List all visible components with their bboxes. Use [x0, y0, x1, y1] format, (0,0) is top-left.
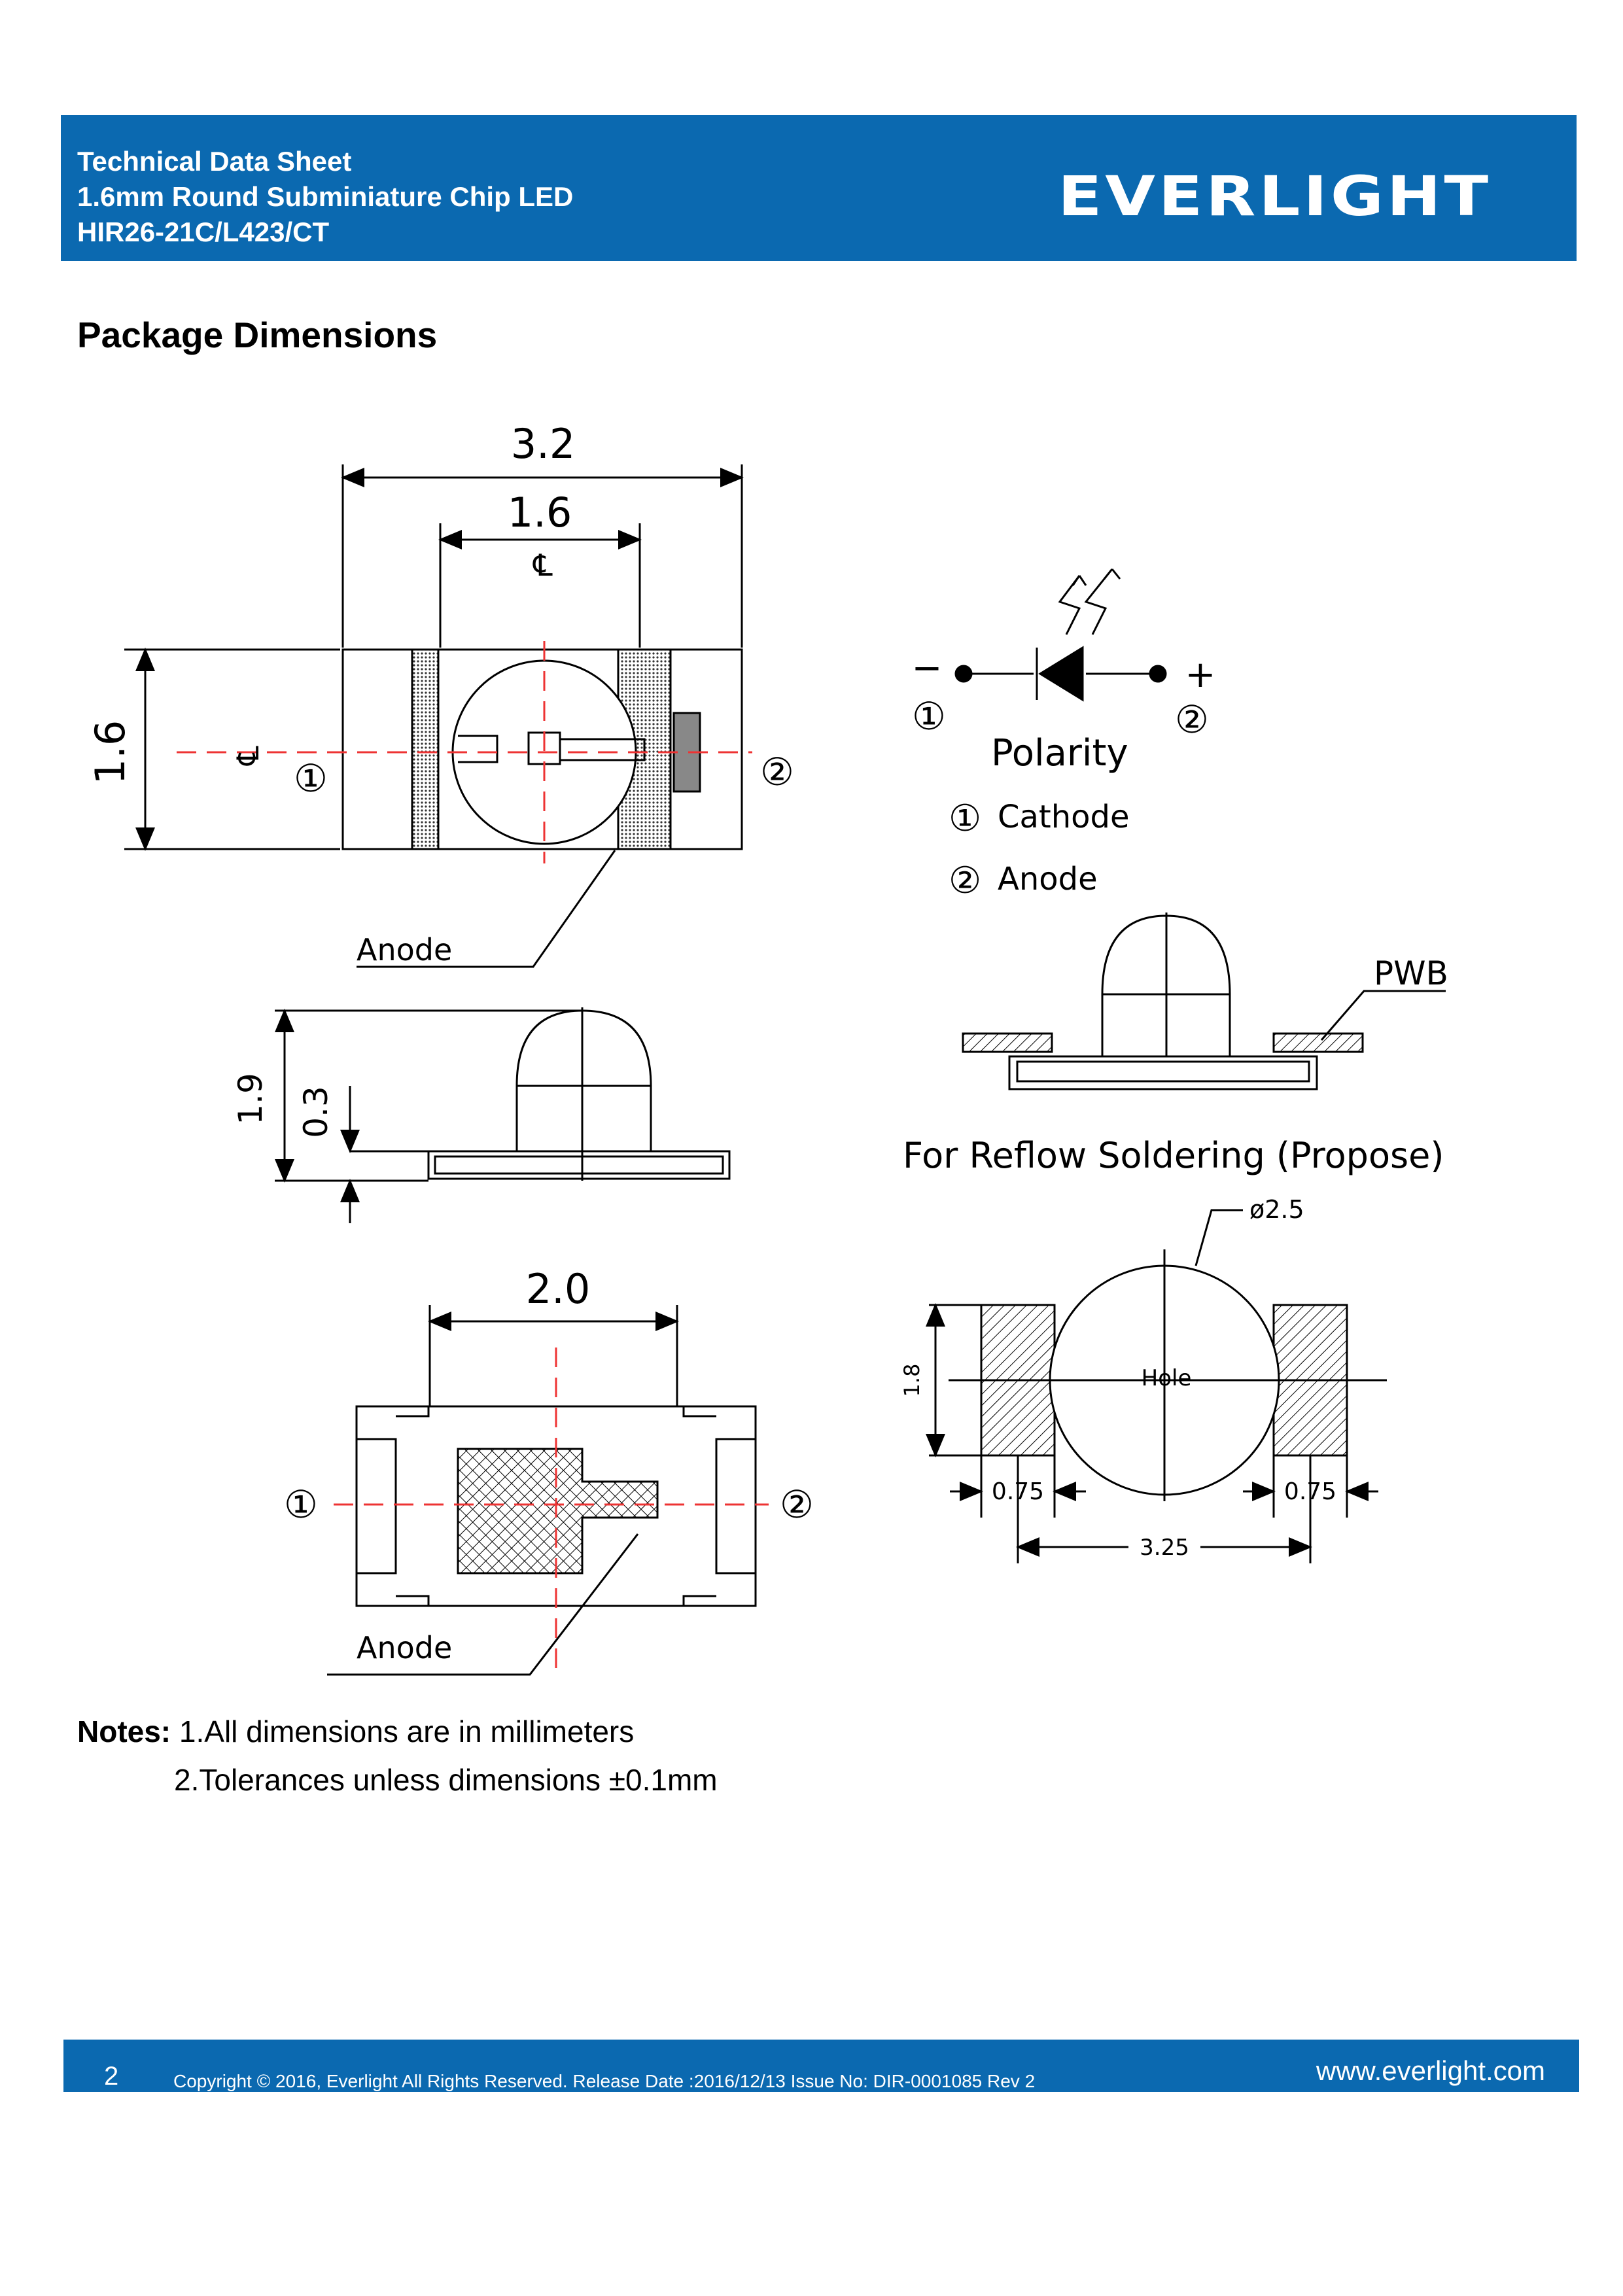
anode-item-label: Anode — [998, 861, 1098, 897]
pin-1-top: ① — [294, 756, 328, 801]
diode-symbol — [954, 568, 1167, 702]
dim-0-75-right: 0.75 — [1284, 1478, 1336, 1505]
polarity-plus: + — [1185, 653, 1216, 696]
polarity-pin-2: ② — [1175, 697, 1209, 742]
footer-bar: 2 Copyright © 2016, Everlight All Rights… — [63, 2040, 1579, 2092]
note-1: 1.All dimensions are in millimeters — [179, 1714, 635, 1748]
centerline-symbol-top: ℄ — [532, 548, 553, 583]
hole-label: Hole — [1142, 1365, 1192, 1391]
top-view-centerlines — [177, 641, 752, 863]
reflow-title: For Reflow Soldering (Propose) — [903, 1135, 1444, 1176]
dim-2-0: 2.0 — [526, 1265, 591, 1313]
notes-label: Notes: — [77, 1714, 171, 1748]
dim-3-25: 3.25 — [1140, 1535, 1189, 1561]
centerline-symbol-side: ℄ — [230, 746, 266, 766]
anode-label-top: Anode — [357, 932, 452, 967]
dim-1-6-side: 1.6 — [86, 720, 134, 785]
header-bar: Technical Data Sheet 1.6mm Round Submini… — [61, 115, 1577, 261]
notes: Notes: 1.All dimensions are in millimete… — [77, 1707, 718, 1804]
copyright-text: Copyright © 2016, Everlight All Rights R… — [173, 2071, 1036, 2091]
solder-pad-layout — [926, 1209, 1387, 1563]
pin-1-bottom: ① — [284, 1482, 318, 1527]
polarity-label: Polarity — [991, 732, 1128, 774]
anode-pin-2: ② — [949, 860, 981, 902]
dim-1-9: 1.9 — [232, 1073, 270, 1125]
dim-0-3: 0.3 — [297, 1086, 335, 1138]
dim-3-2: 3.2 — [511, 420, 576, 468]
pin-2-bottom: ② — [780, 1482, 814, 1527]
cathode-pin-1: ① — [949, 797, 981, 840]
doc-type: Technical Data Sheet — [77, 146, 352, 177]
everlight-logo: EVERLIGHT — [1058, 164, 1492, 228]
pwb-mount-view — [962, 913, 1446, 1090]
note-2: 2.Tolerances unless dimensions ±0.1mm — [174, 1763, 718, 1797]
section-title: Package Dimensions — [77, 315, 438, 355]
header-text: Technical Data Sheet 1.6mm Round Submini… — [77, 144, 573, 250]
cathode-label: Cathode — [998, 799, 1130, 835]
dim-0-75-left: 0.75 — [992, 1478, 1044, 1505]
polarity-minus: − — [912, 647, 943, 689]
pin-2-top: ② — [760, 750, 794, 794]
anode-label-bottom: Anode — [357, 1630, 452, 1665]
website-link[interactable]: www.everlight.com — [1316, 2055, 1545, 2086]
pwb-label: PWB — [1374, 954, 1448, 992]
top-view — [124, 464, 744, 968]
hole-diameter-label: ø2.5 — [1249, 1195, 1304, 1224]
bottom-view — [327, 1305, 757, 1676]
side-view — [275, 1007, 731, 1223]
dim-1-6-top: 1.6 — [508, 489, 572, 536]
dim-1-8: 1.8 — [899, 1364, 924, 1397]
polarity-pin-1: ① — [912, 694, 946, 739]
bottom-view-centerlines — [334, 1348, 769, 1675]
page-number: 2 — [104, 2062, 119, 2091]
part-number: HIR26-21C/L423/CT — [77, 217, 330, 247]
product-name: 1.6mm Round Subminiature Chip LED — [77, 181, 574, 212]
